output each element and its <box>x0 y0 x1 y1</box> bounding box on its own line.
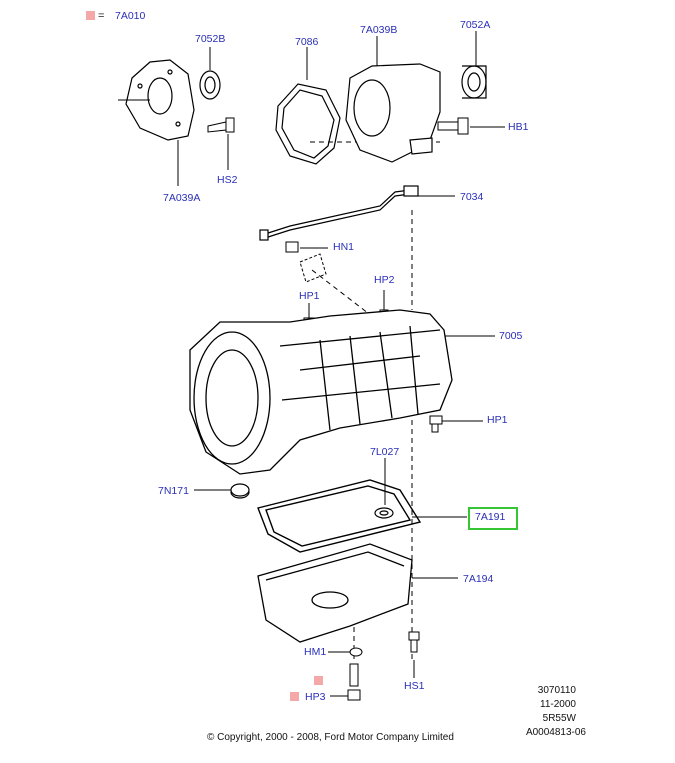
transmission-case-7005 <box>189 309 453 475</box>
pan-gasket-7A191 <box>257 479 422 553</box>
extension-housing-7A039A <box>125 59 195 141</box>
legend-label[interactable]: 7A010 <box>115 10 146 22</box>
legend-swatch <box>86 11 95 20</box>
legend-equals: = <box>98 10 105 22</box>
callout-HS2[interactable]: HS2 <box>217 174 238 186</box>
seal-7052B <box>199 70 221 100</box>
callout-7A039B[interactable]: 7A039B <box>360 24 398 36</box>
info-code: 3070110 <box>537 685 576 696</box>
bolt-HS2 <box>207 117 235 133</box>
bolt-HP1-lower <box>429 415 443 433</box>
callout-7A039A[interactable]: 7A039A <box>163 192 201 204</box>
callout-7052B[interactable]: 7052B <box>195 33 226 45</box>
callout-HP1-upper[interactable]: HP1 <box>299 290 320 302</box>
callout-7052A[interactable]: 7052A <box>460 19 491 31</box>
extension-housing-7A039B <box>345 63 441 163</box>
callout-HM1[interactable]: HM1 <box>304 646 327 658</box>
nut-HN1 <box>285 241 299 253</box>
info-reference: A0004813-06 <box>525 727 586 738</box>
info-date: 11-2000 <box>540 699 576 710</box>
dipstick-tube-7034 <box>259 185 419 241</box>
bolt-HB1 <box>437 117 469 135</box>
highlight-box-7A191 <box>468 507 518 530</box>
info-model: 5R55W <box>542 713 576 724</box>
callout-HP3[interactable]: HP3 <box>305 691 326 703</box>
callout-7005[interactable]: 7005 <box>499 330 523 342</box>
callout-7L027[interactable]: 7L027 <box>370 446 400 458</box>
callout-HS1[interactable]: HS1 <box>404 680 425 692</box>
gasket-7086 <box>275 83 341 165</box>
bracket <box>299 253 327 283</box>
callout-HP1-lower[interactable]: HP1 <box>487 414 508 426</box>
callout-HB1[interactable]: HB1 <box>508 121 529 133</box>
swatch-HM1-part <box>314 676 323 685</box>
seal-7052A <box>461 65 487 99</box>
callout-7A194[interactable]: 7A194 <box>463 573 494 585</box>
callout-7034[interactable]: 7034 <box>460 191 484 203</box>
seal-7N171 <box>230 483 250 499</box>
plug-HP3 <box>347 663 361 701</box>
bolt-HS1 <box>408 631 420 653</box>
magnet-HM1 <box>349 647 363 657</box>
callout-7N171[interactable]: 7N171 <box>158 485 189 497</box>
callout-7086[interactable]: 7086 <box>295 36 319 48</box>
callout-7A191[interactable]: 7A191 <box>475 511 506 523</box>
callout-HP2[interactable]: HP2 <box>374 274 395 286</box>
copyright: © Copyright, 2000 - 2008, Ford Motor Com… <box>207 732 454 743</box>
callout-HN1[interactable]: HN1 <box>333 241 355 253</box>
oil-pan-7A194 <box>257 543 413 643</box>
swatch-HP3 <box>290 692 299 701</box>
washer-7L027 <box>374 507 394 519</box>
